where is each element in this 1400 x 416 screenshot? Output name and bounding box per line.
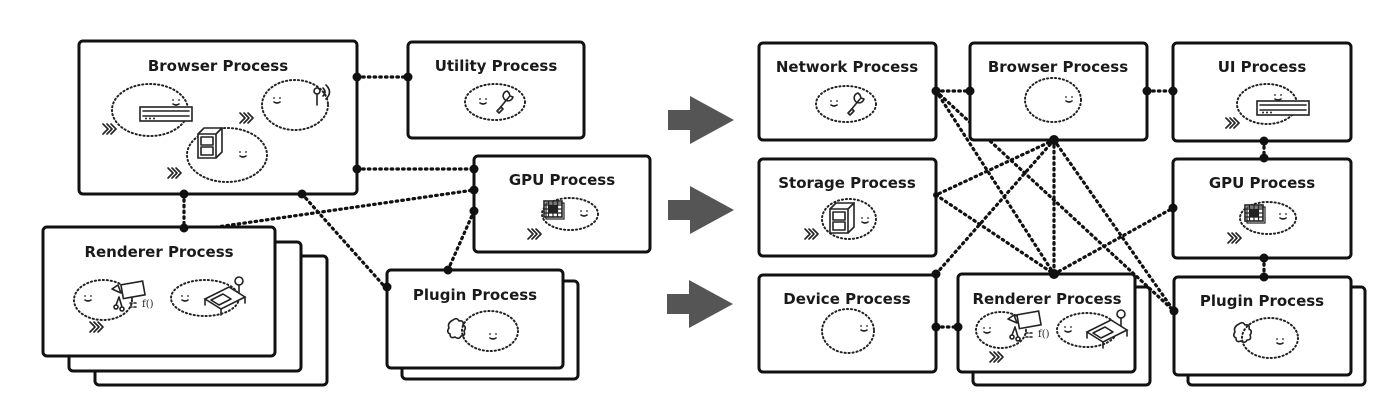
arrow-right-icon <box>668 186 734 234</box>
process-title: Network Process <box>776 58 918 76</box>
link-browser-plugin <box>1052 138 1176 313</box>
process-title: Utility Process <box>435 57 558 75</box>
left-gpu-process: GPU Process <box>469 154 652 254</box>
right-network-process: Network Process <box>757 41 941 142</box>
process-title: UI Process <box>1218 58 1307 76</box>
right-storage-process: Storage Process <box>757 157 939 258</box>
process-title: GPU Process <box>1209 174 1315 192</box>
link-browser-device <box>934 138 1056 276</box>
link-plugin-gpu <box>446 209 476 272</box>
process-title: Browser Process <box>988 58 1128 76</box>
process-title: Plugin Process <box>1200 292 1324 310</box>
process-box <box>385 268 565 370</box>
transition-arrows <box>667 96 734 328</box>
process-title: Storage Process <box>778 174 916 192</box>
link-renderer-gpu <box>208 188 476 230</box>
link-network-renderer <box>934 89 1056 276</box>
left-utility-process: Utility Process <box>403 40 586 140</box>
right-renderer-process: Renderer Process <box>953 269 1152 387</box>
link-browser-storage <box>934 138 1056 197</box>
arrow-right-icon <box>667 280 733 328</box>
link-storage-renderer <box>934 193 1056 276</box>
right-ui-process: UI Process <box>1168 41 1353 146</box>
process-box <box>77 39 359 196</box>
arrow-right-icon <box>668 96 734 144</box>
storage-cabinet-icon <box>829 202 855 234</box>
process-title: Plugin Process <box>413 286 537 304</box>
left-plugin-process: Plugin Process <box>382 265 580 381</box>
left-browser-process: Browser Process <box>77 39 362 199</box>
process-title: Browser Process <box>148 57 288 75</box>
process-title: Renderer Process <box>972 290 1121 308</box>
link-renderer-gpu <box>1052 206 1175 276</box>
process-title: Device Process <box>783 290 911 308</box>
process-title: Renderer Process <box>84 243 233 261</box>
left-connections <box>182 75 476 289</box>
right-gpu-process: GPU Process <box>1168 153 1353 263</box>
left-renderer-process: Renderer Process <box>41 223 329 387</box>
process-box <box>41 225 277 358</box>
gpu-grid-icon <box>1244 204 1266 224</box>
right-plugin-process: Plugin Process <box>1169 272 1367 387</box>
right-device-process: Device Process <box>757 269 941 374</box>
browser-toolbar-icon <box>139 106 193 122</box>
browser-toolbar-icon <box>1256 100 1310 116</box>
gpu-grid-icon <box>543 200 565 220</box>
process-box <box>406 40 586 140</box>
process-title: GPU Process <box>509 171 615 189</box>
storage-cabinet-icon <box>197 127 223 159</box>
link-browser-plugin <box>300 192 387 289</box>
right-browser-process: Browser Process <box>965 41 1152 145</box>
